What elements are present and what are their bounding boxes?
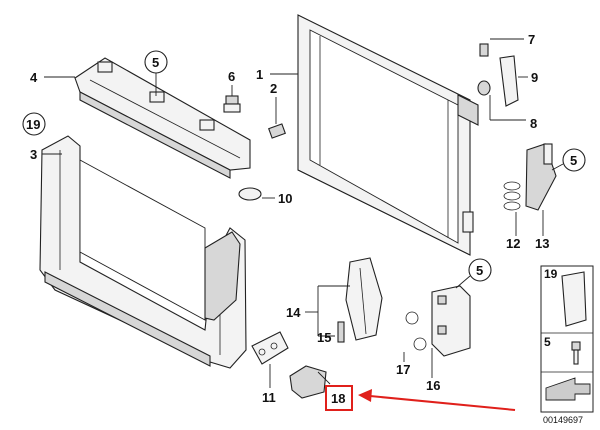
- callout-4: 4: [30, 70, 38, 85]
- callout-18-highlight-box: [325, 385, 353, 411]
- callout-7: 7: [528, 32, 535, 47]
- document-code: 00149697: [543, 415, 583, 425]
- callout-15: 15: [317, 330, 331, 345]
- callout-19: 19: [26, 117, 40, 132]
- legend-box: [540, 265, 594, 413]
- callout-5-lower-ring: [455, 258, 492, 289]
- callout-19-ring: [22, 112, 46, 136]
- callout-14: 14: [286, 305, 301, 320]
- callout-5-right: 5: [570, 153, 577, 168]
- fan-cowl-part[interactable]: [39, 135, 247, 369]
- part-18-bracket[interactable]: [289, 365, 331, 399]
- part-6-fastener[interactable]: [223, 85, 241, 113]
- callout-11: 11: [262, 390, 276, 405]
- part-2-sensor[interactable]: [268, 97, 286, 139]
- callout-13: 13: [535, 236, 549, 251]
- callout-9: 9: [531, 70, 538, 85]
- part-9-bracket[interactable]: [499, 55, 528, 107]
- callout-12: 12: [506, 236, 520, 251]
- part-12-orings[interactable]: [503, 181, 521, 236]
- part-14-bracket[interactable]: [345, 257, 383, 341]
- callout-14-leader: [305, 285, 350, 337]
- part-13-housing[interactable]: [525, 143, 557, 236]
- callout-10: 10: [278, 191, 292, 206]
- callout-5-upper: 5: [152, 55, 159, 70]
- legend-arrow-icon: [545, 377, 591, 401]
- part-15-clip[interactable]: [337, 321, 345, 343]
- callout-2: 2: [270, 81, 277, 96]
- legend-row-5: 5: [544, 335, 551, 349]
- highlight-arrow-icon: [358, 389, 516, 411]
- callout-8: 8: [530, 116, 537, 131]
- callout-16: 16: [426, 378, 440, 393]
- callout-5-right-ring: [551, 148, 586, 172]
- part-8-cap[interactable]: [477, 80, 526, 121]
- upper-carrier-part[interactable]: [74, 57, 251, 179]
- callout-6: 6: [228, 69, 235, 84]
- callout-1: 1: [256, 67, 263, 82]
- callout-18: 18: [331, 391, 345, 406]
- part-16-cooler[interactable]: [431, 285, 471, 378]
- callout-3: 3: [30, 147, 37, 162]
- callout-5-upper-ring: [144, 50, 168, 96]
- callout-5-lower: 5: [476, 263, 483, 278]
- callout-17: 17: [396, 362, 410, 377]
- part-10-clip[interactable]: [238, 187, 275, 201]
- radiator-part[interactable]: [297, 14, 479, 256]
- part-11-holder[interactable]: [251, 331, 289, 388]
- legend-row-19: 19: [544, 267, 558, 281]
- part-7-screw[interactable]: [479, 38, 524, 57]
- part-17-orings[interactable]: [403, 311, 427, 362]
